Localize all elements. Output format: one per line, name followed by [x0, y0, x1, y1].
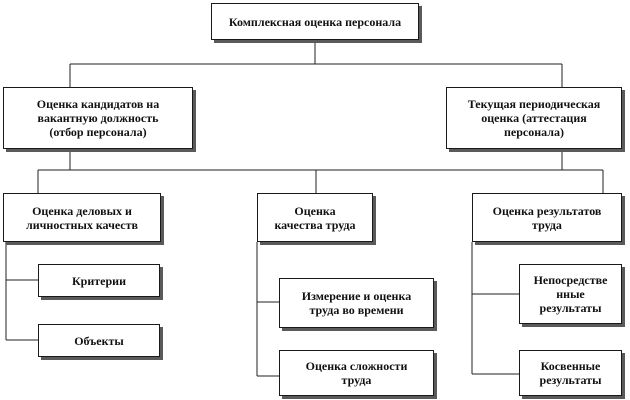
col3-head-label: Оценка результатов труда	[492, 203, 602, 232]
col3-item-direct-label: Непосредстве нные результаты	[533, 273, 608, 315]
col1-item-criteria-label: Критерии	[71, 273, 126, 288]
left-branch-box: Оценка кандидатов на вакантную должность…	[3, 87, 193, 149]
col2-item-complexity: Оценка сложности труда	[279, 350, 434, 396]
col1-item-objects-label: Объекты	[74, 333, 124, 348]
col1-item-criteria: Критерии	[38, 264, 160, 297]
col3-item-indirect: Косвенные результаты	[519, 350, 622, 396]
left-branch-label: Оценка кандидатов на вакантную должность…	[36, 97, 160, 139]
col1-head-label: Оценка деловых и личностных качеств	[25, 203, 139, 232]
col2-item-complexity-label: Оценка сложности труда	[305, 359, 408, 387]
col3-head-box: Оценка результатов труда	[472, 193, 622, 242]
col1-item-objects: Объекты	[38, 324, 160, 357]
col2-head-label: Оценка качества труда	[274, 203, 356, 232]
root-box: Комплексная оценка персонала	[211, 3, 419, 40]
col2-item-time: Измерение и оценка труда во времени	[279, 278, 434, 328]
right-branch-label: Текущая периодическая оценка (аттестация…	[467, 97, 601, 139]
col3-item-direct: Непосредстве нные результаты	[519, 264, 622, 324]
col1-head-box: Оценка деловых и личностных качеств	[3, 193, 161, 242]
col3-item-indirect-label: Косвенные результаты	[539, 359, 602, 387]
col2-head-box: Оценка качества труда	[257, 193, 373, 242]
root-label: Комплексная оценка персонала	[228, 14, 402, 29]
right-branch-box: Текущая периодическая оценка (аттестация…	[446, 87, 622, 149]
col2-item-time-label: Измерение и оценка труда во времени	[301, 289, 412, 317]
